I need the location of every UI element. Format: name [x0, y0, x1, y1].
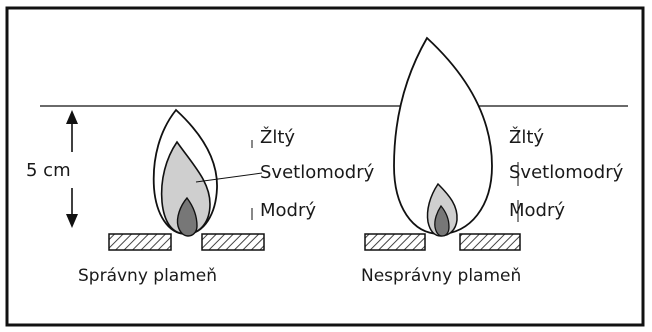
burner-left-2 [202, 234, 264, 250]
label-yellow-right: Žltý [509, 126, 544, 148]
measurement-label: 5 cm [26, 160, 71, 181]
label-lightblue-right: Svetlomodrý [509, 162, 624, 183]
burner-left-1 [109, 234, 171, 250]
burner-right-1 [365, 234, 425, 250]
label-lightblue-left: Svetlomodrý [260, 162, 375, 183]
burner-right-2 [460, 234, 520, 250]
label-blue-left: Modrý [260, 200, 316, 221]
label-yellow-left: Žltý [260, 126, 295, 148]
caption-correct-flame: Správny plameň [78, 266, 217, 286]
label-blue-right: Modrý [509, 200, 565, 221]
caption-incorrect-flame: Nesprávny plameň [361, 266, 521, 286]
